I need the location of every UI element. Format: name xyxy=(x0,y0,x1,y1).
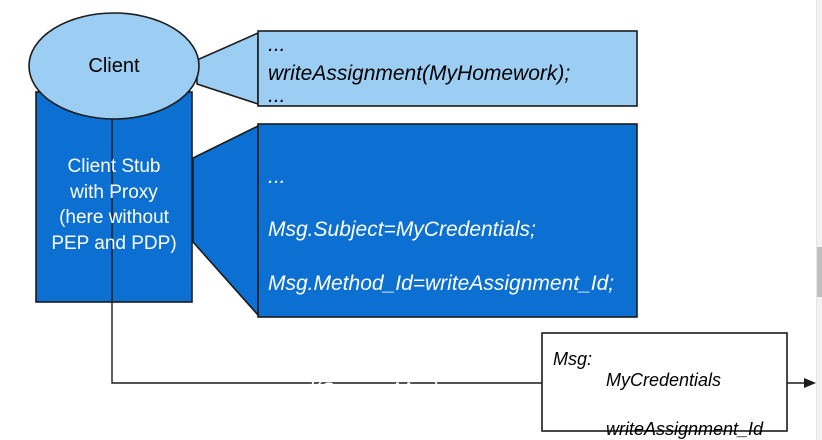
message-value: writeAssignment_Id xyxy=(606,418,764,439)
client-code-line-call: writeAssignment(MyHomework); xyxy=(268,62,571,85)
client-ellipse xyxy=(28,12,200,120)
client-code-line-ellipsis-bottom: ... xyxy=(268,84,286,107)
stub-code-line: Msg.Params= MyHomework; xyxy=(268,325,539,349)
message-value: MyCredentials xyxy=(606,370,722,390)
stub-code-block: ... Msg.Subject=MyCredentials; Msg.Metho… xyxy=(268,138,633,440)
stub-code-line: Msg.Method_Id=writeAssignment_Id; xyxy=(268,271,615,295)
client-code-callout-pointer xyxy=(196,31,259,106)
message-box-values: MyCredentials writeAssignment_Id MyHomew… xyxy=(606,346,763,440)
stub-code-line: ... xyxy=(268,165,286,188)
scrollbar-thumb[interactable] xyxy=(817,247,822,297)
arrowhead-icon xyxy=(804,378,816,388)
stub-code-line: ... xyxy=(268,429,633,440)
message-box xyxy=(541,332,788,432)
client-label: Client xyxy=(88,55,140,77)
message-box-label: Msg: xyxy=(553,349,593,369)
stub-code-line: Msg.Subject=MyCredentials; xyxy=(268,218,536,242)
stub-code-line: send(Server, Msg); xyxy=(268,378,446,402)
client-code-line-ellipsis-top: ... xyxy=(268,33,286,56)
scrollbar-track[interactable] xyxy=(816,0,822,440)
client-stub-box xyxy=(35,91,193,303)
client-stub-label: Client Stub with Proxy (here without PEP… xyxy=(51,156,177,254)
stub-code-callout-box xyxy=(257,123,638,318)
stub-code-callout-pointer xyxy=(192,124,259,318)
client-code-callout-box xyxy=(257,30,638,107)
